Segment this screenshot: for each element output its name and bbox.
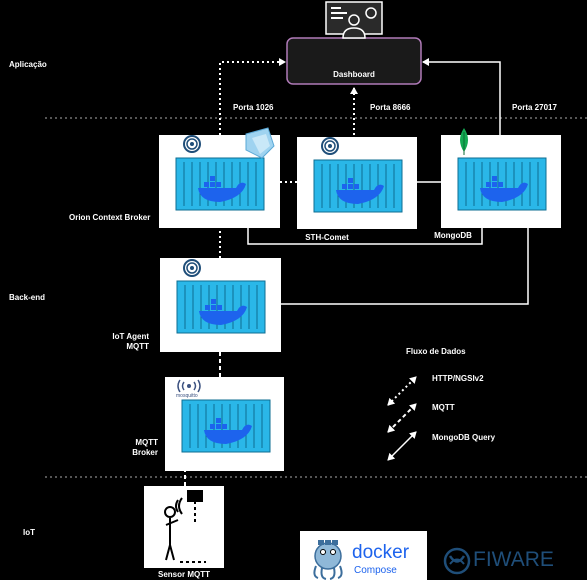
flow-mongo-dashboard (422, 58, 501, 135)
layer-label-application: Aplicação (9, 60, 47, 69)
sensor-person-icon (164, 490, 206, 563)
sensor-card (144, 486, 224, 568)
dashboard-icon (325, 1, 383, 39)
mosquitto-icon (177, 379, 201, 393)
legend-mqtt-label: MQTT (432, 403, 455, 412)
port-label-sth: Porta 8666 (370, 103, 411, 112)
iot-agent-label-line2: MQTT (126, 342, 149, 351)
compose-wordmark: Compose (354, 565, 397, 576)
layer-label-iot: IoT (23, 528, 35, 537)
docker-wordmark: docker (352, 542, 410, 563)
mongodb-label: MongoDB (434, 231, 472, 240)
legend-title: Fluxo de Dados (406, 347, 466, 356)
mqtt-broker-label-line2: Broker (132, 448, 158, 457)
legend-http-label: HTTP/NGSIv2 (432, 374, 484, 383)
orion-crystal-icon (245, 127, 275, 159)
legend-http-arrow (387, 376, 417, 406)
mongo-leaf-icon (460, 128, 468, 155)
sensor-label: Sensor MQTT (157, 570, 211, 579)
docker-octopus-icon (313, 540, 343, 580)
dashboard-label: Dashboard (333, 70, 375, 79)
flow-iotagent-mongo (281, 228, 529, 305)
mqtt-broker-label-line1: MQTT (135, 438, 158, 447)
port-label-mongo: Porta 27017 (512, 103, 557, 112)
flow-orion-mongo (247, 228, 483, 245)
legend-mongo-arrow (387, 431, 417, 461)
layer-label-backend: Back-end (9, 293, 46, 302)
fiware-wordmark: FIWARE (473, 548, 554, 571)
flow-orion-dashboard (219, 58, 286, 135)
orion-label: Orion Context Broker (69, 213, 151, 222)
port-label-orion: Porta 1026 (233, 103, 274, 112)
legend-mqtt-arrow (387, 403, 417, 433)
mosquitto-logo-text: mosquitto (176, 393, 198, 399)
iot-agent-label-line1: IoT Agent (112, 332, 149, 341)
sth-label: STH-Comet (305, 233, 349, 242)
legend-mongo-label: MongoDB Query (432, 433, 496, 442)
fiware-logo-icon (443, 547, 471, 575)
